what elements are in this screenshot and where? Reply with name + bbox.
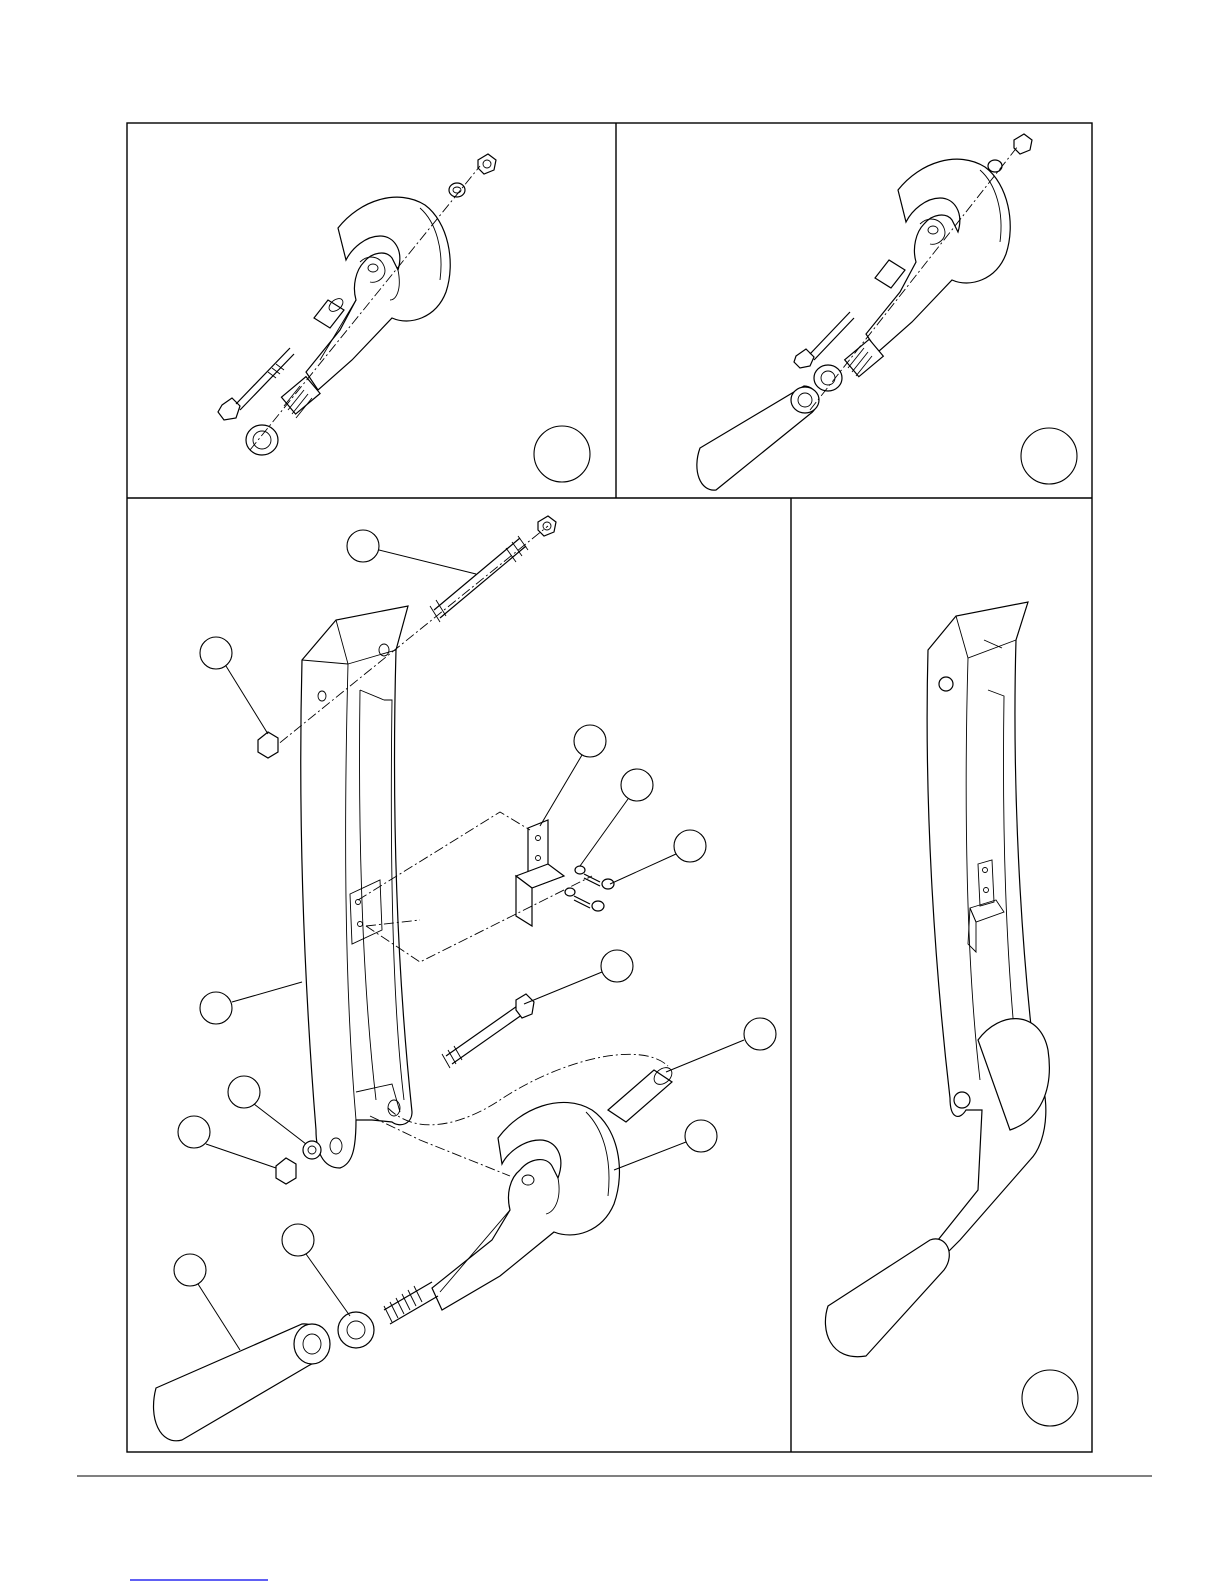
main-exploded-view bbox=[154, 516, 776, 1441]
washer bbox=[814, 365, 842, 391]
top-left-detail bbox=[218, 154, 590, 482]
spacer bbox=[608, 1064, 675, 1122]
grip bbox=[154, 1324, 330, 1441]
hex-nut bbox=[1014, 134, 1032, 154]
assembled-cap-screw bbox=[939, 677, 953, 691]
lock-washer bbox=[988, 160, 1002, 172]
callouts bbox=[174, 530, 776, 1350]
bracket-screws bbox=[565, 866, 614, 911]
spacer-sleeve bbox=[314, 296, 345, 328]
grip-washer bbox=[338, 1312, 374, 1348]
assembled-grip bbox=[825, 1239, 949, 1357]
washer bbox=[246, 425, 278, 455]
detail-callout bbox=[1021, 428, 1077, 484]
lower-stud bbox=[442, 994, 534, 1068]
hex-bolt bbox=[218, 348, 294, 420]
lower-hub bbox=[432, 1102, 619, 1310]
lower-cap-screw bbox=[276, 1158, 296, 1184]
lever-arm bbox=[301, 606, 412, 1168]
hub-body bbox=[866, 159, 1010, 352]
cap-screw bbox=[258, 732, 278, 758]
detail-callout bbox=[1022, 1370, 1078, 1426]
hex-nut bbox=[478, 154, 496, 174]
grip bbox=[697, 386, 819, 490]
spacer-sleeve bbox=[875, 260, 905, 288]
hub-body bbox=[306, 197, 450, 390]
lower-threaded-shank bbox=[384, 1282, 438, 1324]
detail-callout bbox=[534, 426, 590, 482]
assembled-arm bbox=[927, 602, 1046, 1260]
top-right-detail bbox=[697, 134, 1077, 490]
assembled-view bbox=[825, 602, 1078, 1426]
